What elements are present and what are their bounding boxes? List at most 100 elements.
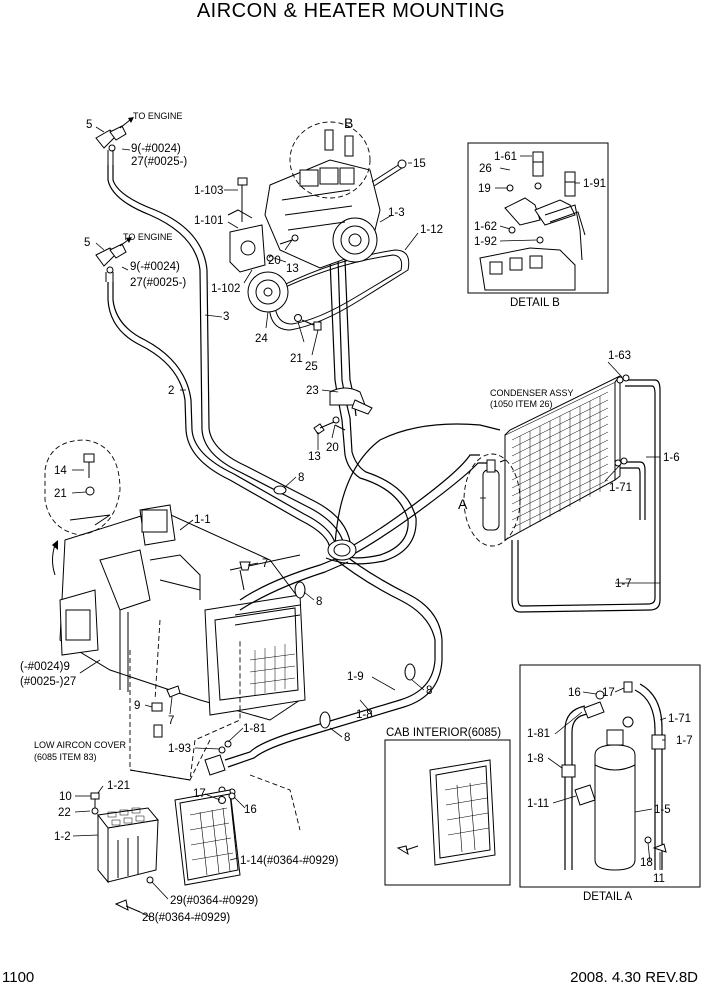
label-1-103: 1-103 xyxy=(194,185,223,197)
label-a-17: 17 xyxy=(602,687,615,699)
note-condenser-assy: CONDENSER ASSY xyxy=(490,388,574,398)
label-24: 24 xyxy=(255,333,268,345)
label-28: 28(#0364-#0929) xyxy=(142,912,230,924)
note-low-aircon-cover: LOW AIRCON COVER xyxy=(34,740,127,750)
label-b-1-61: 1-61 xyxy=(494,151,517,163)
label-1-1: 1-1 xyxy=(194,514,211,526)
leader-lines xyxy=(71,126,667,918)
clamp-8 xyxy=(273,485,416,729)
label-1-102: 1-102 xyxy=(211,283,240,295)
cab-interior-box xyxy=(384,739,511,886)
bolt-21-25 xyxy=(294,314,322,331)
label-2: 2 xyxy=(168,385,174,397)
part-labels: 5 TO ENGINE 9(-#0024) 27(#0025-) 5 TO EN… xyxy=(20,111,693,924)
label-1-101: 1-101 xyxy=(194,215,223,227)
bolt-15 xyxy=(371,159,407,187)
label-17: 17 xyxy=(193,788,206,800)
condenser-assy xyxy=(499,375,621,541)
label-9-lower: 9(-#0024) xyxy=(130,261,180,273)
label-0024-9: (-#0024)9 xyxy=(20,661,70,673)
label-1-93: 1-93 xyxy=(168,743,191,755)
label-20-top: 20 xyxy=(268,255,281,267)
label-21-top: 21 xyxy=(290,353,303,365)
label-13-top: 13 xyxy=(286,263,299,275)
label-a-1-8: 1-8 xyxy=(527,753,544,765)
label-9-top: 9(-#0024) xyxy=(131,143,181,155)
fitting-9-7 xyxy=(151,561,251,738)
belt-1-12 xyxy=(268,249,410,331)
compressor-1-3 xyxy=(264,121,381,269)
label-a-16: 16 xyxy=(568,687,581,699)
label-1-6: 1-6 xyxy=(663,452,680,464)
hose-compressor-down xyxy=(325,257,417,565)
label-3: 3 xyxy=(223,311,229,323)
label-1-12: 1-12 xyxy=(420,224,443,236)
marker-a: A xyxy=(458,496,468,512)
receiver-drier-a xyxy=(463,453,521,547)
screw-28-29 xyxy=(114,876,154,913)
bolt-17-16 xyxy=(218,792,236,804)
detail-a-title: DETAIL A xyxy=(583,891,633,903)
label-8-mid: 8 xyxy=(316,596,322,608)
pipe-1-6-1-7 xyxy=(511,379,661,613)
hose-2 xyxy=(107,282,337,551)
label-a-1-71: 1-71 xyxy=(668,713,691,725)
heater-unit-1-1 xyxy=(59,504,306,721)
label-1-14: 1-14(#0364-#0929) xyxy=(240,855,339,867)
label-a-1-81: 1-81 xyxy=(527,728,550,740)
label-1-81: 1-81 xyxy=(243,723,266,735)
fitting-1-71 xyxy=(614,457,628,467)
control-panel-1-2 xyxy=(97,807,159,884)
note-low-aircon-item: (6085 ITEM 83) xyxy=(34,752,97,762)
label-25: 25 xyxy=(305,361,318,373)
label-27-lower: 27(#0025-) xyxy=(130,277,186,289)
label-5-top: 5 xyxy=(86,119,92,131)
label-1-8: 1-8 xyxy=(356,709,373,721)
dashed-guides xyxy=(154,619,301,831)
label-a-18: 18 xyxy=(640,857,653,869)
label-23: 23 xyxy=(306,385,319,397)
label-5-lower: 5 xyxy=(84,237,90,249)
label-8-right: 8 xyxy=(426,685,432,697)
label-b-1-92: 1-92 xyxy=(474,236,497,248)
clamp-23 xyxy=(329,387,373,415)
page-number: 1100 xyxy=(2,969,35,986)
hoses-heater xyxy=(239,554,349,611)
label-10: 10 xyxy=(59,791,72,803)
label-1-71: 1-71 xyxy=(609,482,632,494)
low-aircon-cover xyxy=(129,640,241,781)
bolt-20-13 xyxy=(266,234,299,262)
fitting-5-top xyxy=(95,117,134,165)
revision-date: 2008. 4.30 REV.8D xyxy=(570,969,698,986)
fitting-5-lower xyxy=(95,237,132,282)
hose-1-9 xyxy=(224,549,443,768)
label-a-1-5: 1-5 xyxy=(654,804,671,816)
pulley-24 xyxy=(247,271,289,313)
label-8-top: 8 xyxy=(298,472,304,484)
label-13-mid: 13 xyxy=(308,451,321,463)
label-1-63: 1-63 xyxy=(608,350,631,362)
filter-cover-1-14 xyxy=(174,789,241,886)
bolt-13-20 xyxy=(313,416,340,435)
bolt-1-103 xyxy=(237,177,248,222)
label-a-1-11: 1-11 xyxy=(527,798,549,810)
label-29: 29(#0364-#0929) xyxy=(170,895,258,907)
label-a-1-7: 1-7 xyxy=(676,735,693,747)
marker-b: B xyxy=(344,115,353,131)
note-to-engine-lower: TO ENGINE xyxy=(123,232,172,242)
note-to-engine-top: TO ENGINE xyxy=(133,111,182,121)
bracket-1-101 xyxy=(227,209,266,273)
label-15: 15 xyxy=(413,158,426,170)
detail-circle-14-21 xyxy=(44,439,121,576)
note-condenser-item: (1050 ITEM 26) xyxy=(490,399,553,409)
label-20-mid: 20 xyxy=(326,442,339,454)
hose-3 xyxy=(107,165,352,551)
label-22: 22 xyxy=(58,807,71,819)
detail-a-box xyxy=(519,664,701,888)
label-1-3: 1-3 xyxy=(388,207,405,219)
cab-interior-title: CAB INTERIOR(6085) xyxy=(386,727,501,739)
page-title: AIRCON & HEATER MOUNTING xyxy=(196,0,506,22)
label-7-top: 7 xyxy=(262,558,268,570)
hose-1-8 xyxy=(334,423,501,556)
